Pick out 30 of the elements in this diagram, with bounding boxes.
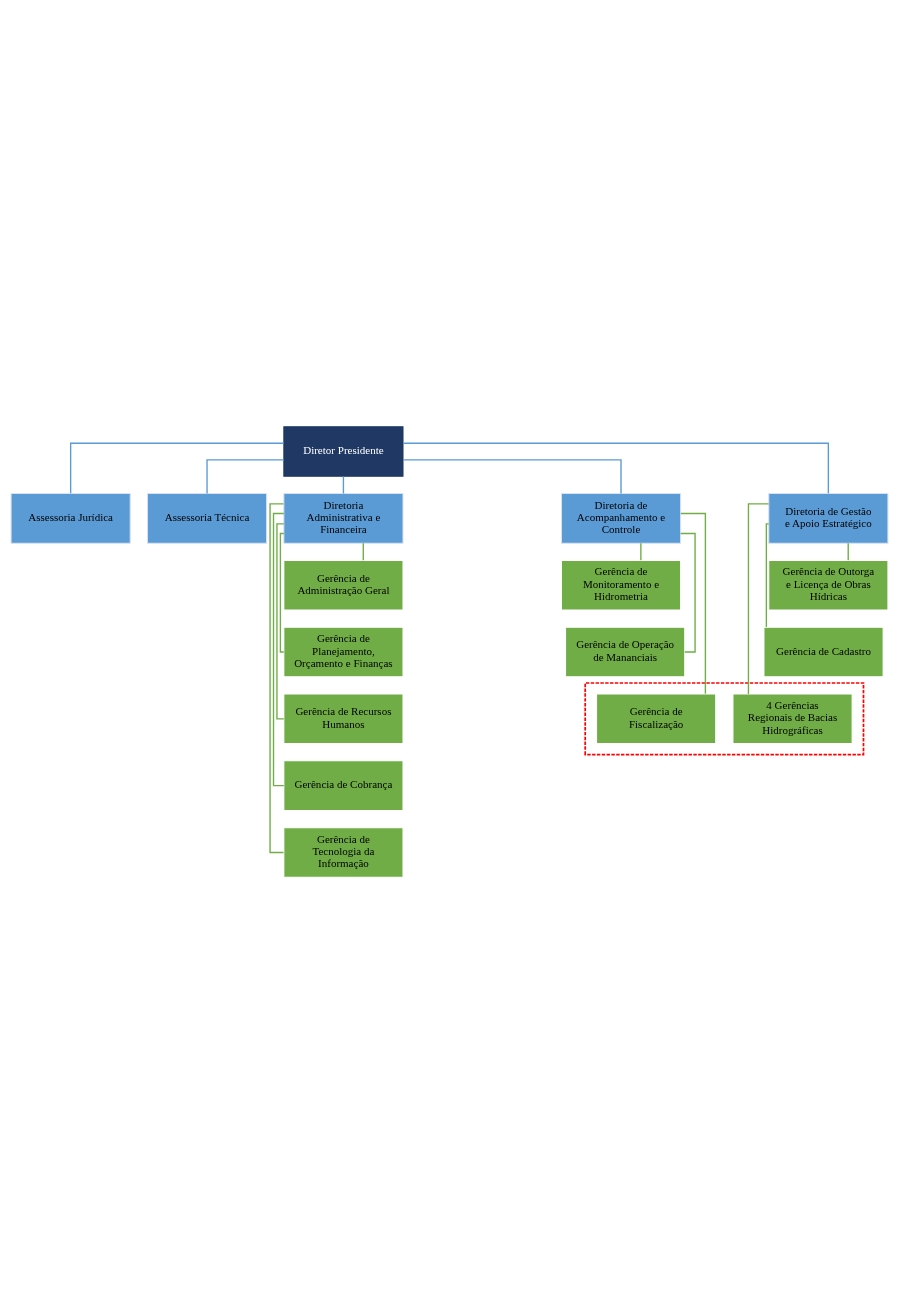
node-box: Gerência de Cobrança: [283, 760, 404, 811]
node-box: Gerência de Administração Geral: [283, 559, 404, 611]
connector: [680, 512, 707, 695]
connector: [402, 442, 830, 495]
connector: [272, 512, 285, 787]
node-box: Assessoria Técnica: [146, 493, 268, 544]
connector: [640, 542, 642, 561]
connector: [276, 523, 285, 720]
connector: [747, 503, 770, 695]
node-box: Gerência de Operação de Mananciais: [565, 626, 686, 678]
connector: [206, 459, 285, 495]
node-box: Diretoria Administrativa e Financeira: [283, 493, 404, 544]
connector: [765, 523, 770, 628]
node-box: Gerência de Planejamento, Orçamento e Finanças: [283, 626, 404, 678]
node-box: Gerência de Tecnologia da Informação: [283, 827, 404, 878]
node-box: Gerência de Fiscalização: [596, 693, 717, 745]
connector: [402, 459, 622, 495]
node-box: Gerência de Cadastro: [763, 626, 884, 678]
node-box: Diretor Presidente: [283, 426, 404, 477]
node-box: Gerência de Monitoramento e Hidrometria: [560, 559, 682, 611]
node-box: Gerência de Recursos Humanos: [283, 693, 404, 745]
node-box: Gerência de Outorga e Licença de Obras Hídricas: [768, 559, 889, 611]
node-box: 4 Gerências Regionais de Bacias Hidrográficas: [732, 693, 853, 745]
connector: [679, 532, 696, 653]
node-box: Diretoria de Gestão e Apoio Estratégico: [768, 493, 889, 544]
node-box: Assessoria Jurídica: [10, 493, 131, 544]
connector: [279, 532, 285, 653]
connector: [69, 442, 285, 495]
cluster: [584, 682, 865, 756]
node-box: Diretoria de Acompanhamento e Controle: [560, 493, 682, 544]
